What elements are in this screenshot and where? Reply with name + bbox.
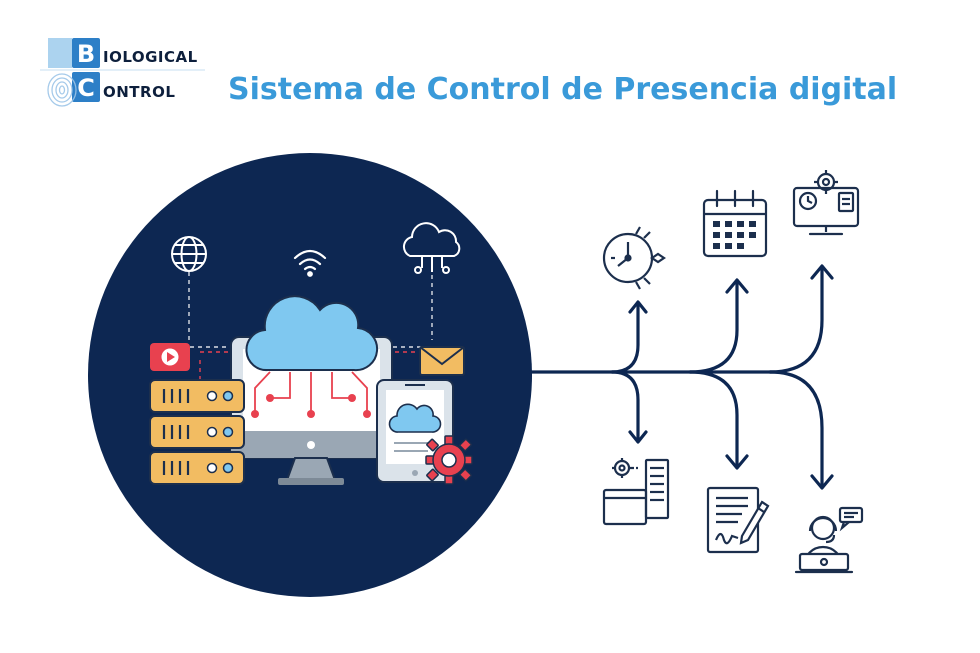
support-agent-icon	[794, 506, 864, 574]
mail-icon	[419, 346, 465, 376]
settings-documents-icon	[602, 458, 670, 526]
wifi-icon	[293, 249, 327, 277]
calendar-icon	[702, 189, 768, 258]
logo-c-letter: C	[77, 74, 95, 102]
video-play-icon	[150, 343, 190, 371]
computer-settings-icon	[792, 170, 860, 236]
branch-lines	[528, 266, 824, 488]
logo-b-letter: B	[77, 40, 95, 68]
logo-c-tile	[72, 72, 100, 102]
tablet-icon	[376, 379, 454, 483]
logo: B IOLOGICAL C ONTROL	[40, 38, 205, 107]
logo-line1: IOLOGICAL	[103, 48, 198, 66]
server-rack-icon	[149, 379, 245, 485]
dna-strip	[48, 38, 72, 68]
signed-contract-icon	[706, 486, 770, 554]
branch-arrowheads	[628, 264, 834, 490]
globe-icon	[171, 236, 207, 272]
page-title: Sistema de Control de Presencia digital	[228, 72, 898, 107]
monitor-cloud-icon	[230, 295, 393, 485]
cloud-network-icon	[402, 222, 461, 274]
logo-b-tile	[72, 38, 100, 68]
gear-icon	[425, 435, 473, 485]
fingerprint-icon	[47, 73, 77, 107]
stopwatch-gear-icon	[602, 226, 666, 290]
logo-line2: ONTROL	[103, 83, 175, 101]
